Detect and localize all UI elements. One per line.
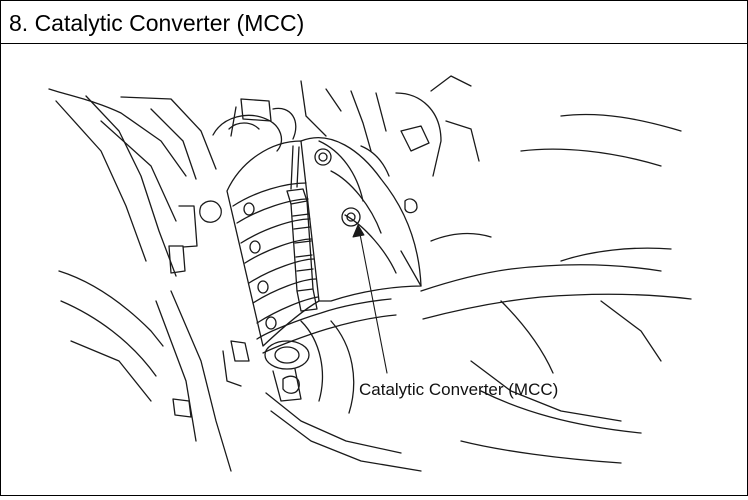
lower-pipe-flange: [222, 298, 422, 472]
engine-illustration: [1, 45, 747, 495]
upper-pipes: [212, 75, 480, 214]
callout-label: Catalytic Converter (MCC): [359, 380, 559, 399]
right-exhaust-structure: [400, 113, 692, 464]
callout-leader-line: [358, 228, 388, 374]
catalytic-converter-drawing: [48, 75, 692, 472]
callout-arrowhead: [352, 224, 365, 238]
section-header: 8. Catalytic Converter (MCC): [1, 1, 747, 44]
converter-heat-shield: [226, 137, 422, 347]
left-engine-structure: [48, 88, 232, 472]
section-title: 8. Catalytic Converter (MCC): [9, 10, 305, 36]
oxygen-sensor: [286, 145, 318, 312]
